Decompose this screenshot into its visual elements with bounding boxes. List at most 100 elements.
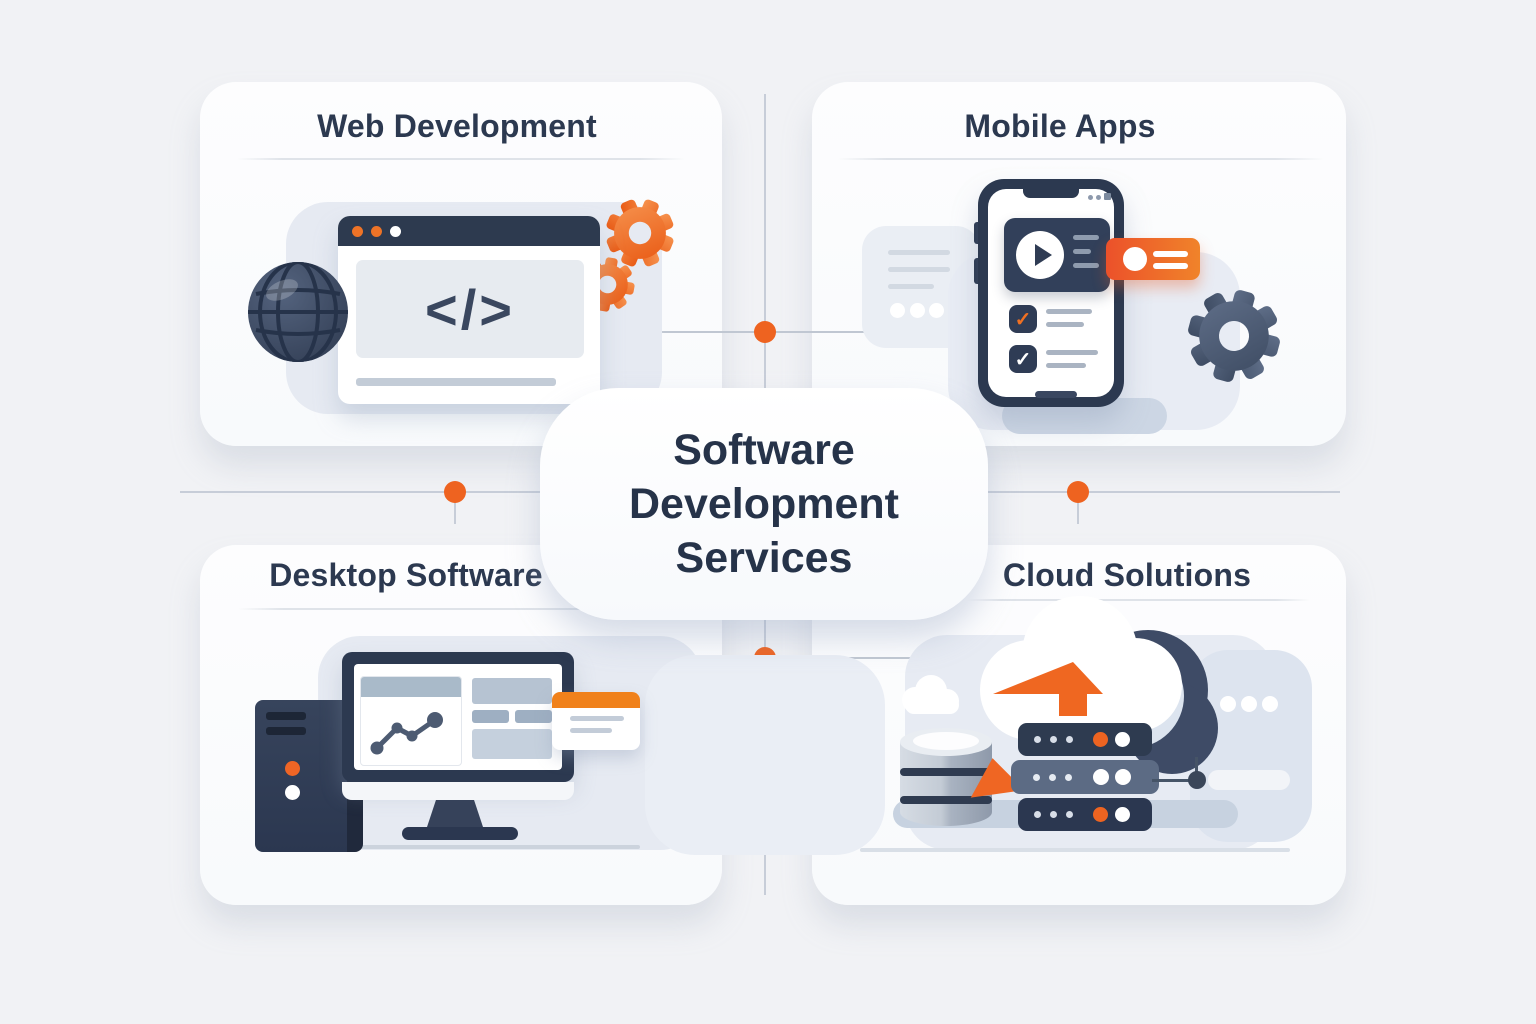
desktop-tower-icon [255,700,347,852]
status-dot [1096,195,1101,200]
center-title-line: Software [673,426,855,474]
status-icon [1104,193,1111,200]
monitor-stand-neck [427,800,483,827]
window-card-line [570,716,624,721]
list-line [1046,363,1086,368]
title-divider [237,158,685,160]
ground-line [300,845,640,849]
notification-badge-icon [1106,238,1200,280]
server-dot [1049,774,1056,781]
backdrop-dot [1262,696,1278,712]
screen-block [515,710,552,723]
media-line [1073,263,1099,268]
bubble-dot [890,303,905,318]
center-title-line: Development [628,480,899,528]
connector-stub-left [454,492,456,524]
window-card-icon [552,692,640,750]
server-dot [1065,774,1072,781]
tower-slot [266,712,306,720]
tower-light [285,785,300,800]
server-indicator [1093,807,1108,822]
bubble-line [888,250,950,255]
server-unit [1011,760,1159,794]
server-indicator [1115,769,1131,785]
screen-block [472,710,509,723]
badge-line [1153,251,1188,257]
code-panel [356,260,584,358]
connector-node [754,321,776,343]
screen-card-header [361,677,461,697]
database-icon [900,728,992,826]
bubble-line [888,284,934,289]
backdrop-dot [1241,696,1257,712]
tower-power-light [285,761,300,776]
play-triangle [1035,244,1052,266]
server-indicator [1093,769,1109,785]
screen-block [472,678,552,704]
code-icon: </> [425,277,515,341]
browser-dot [371,226,382,237]
server-indicator [1093,732,1108,747]
gear-icon [1187,289,1281,383]
list-line [1046,350,1098,355]
check-glyph: ✓ [1014,348,1032,371]
server-unit [1018,798,1152,831]
media-line [1073,249,1091,254]
backdrop-dot [1220,696,1236,712]
monitor-stand-base [402,827,518,840]
connector-line-mid-left [180,491,540,493]
server-unit [1018,723,1152,756]
list-line [1046,322,1084,327]
center-card: Software Development Services [540,388,988,620]
card-title: Cloud Solutions [1002,557,1252,593]
server-dot [1034,736,1041,743]
line-chart-icon [370,712,443,755]
ground-line [860,848,1290,852]
checkbox-icon: ✓ [1009,305,1037,333]
check-glyph: ✓ [1014,308,1032,331]
globe-icon [248,262,348,362]
browser-content-line [356,378,556,386]
play-icon [1016,231,1064,279]
title-divider [838,158,1324,160]
media-card [1004,218,1110,292]
bubble-line [888,267,950,272]
connector-stub-right [1077,492,1079,524]
media-line [1073,235,1099,240]
cloud-icon [902,596,1218,774]
browser-title-bar [338,216,600,246]
checkbox-icon: ✓ [1009,345,1037,373]
window-card-header [552,692,640,708]
server-dot [1033,774,1040,781]
card-title: Web Development [317,108,597,144]
list-line [1046,309,1092,314]
monitor-chin [342,782,574,800]
illustration-backdrop [645,655,885,855]
window-card-line [570,728,612,733]
smartphone-icon [978,179,1124,407]
server-dot [1050,811,1057,818]
server-dot [1034,811,1041,818]
badge-line [1153,263,1188,269]
server-indicator [1115,807,1130,822]
connector-node [1067,481,1089,503]
tower-slot [266,727,306,735]
bubble-dot [929,303,944,318]
badge-dot [1123,247,1147,271]
browser-dot [390,226,401,237]
server-indicator [1115,732,1130,747]
connector-line-mid-right [985,491,1340,493]
connector-line [1152,779,1198,782]
title-divider [238,608,690,610]
server-dot [1050,736,1057,743]
connector-node [444,481,466,503]
browser-window-icon [338,216,600,404]
card-title: Desktop Software [269,557,543,593]
browser-dot [352,226,363,237]
bubble-dot [910,303,925,318]
connector-stub [1195,757,1198,781]
label-bar [1208,770,1290,790]
status-dot [1088,195,1093,200]
upload-arrow-icon [993,662,1103,716]
